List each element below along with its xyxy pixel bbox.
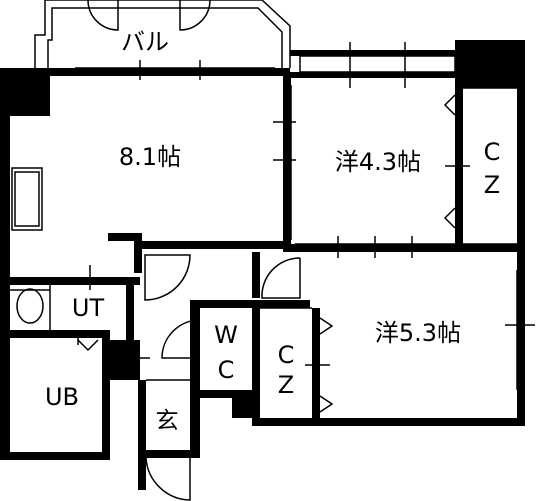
bath-label: UB xyxy=(45,383,79,411)
closet-2-c: C xyxy=(278,341,295,369)
utility-label: UT xyxy=(72,294,105,322)
balcony-label: バル xyxy=(121,28,169,56)
closet-1-c: C xyxy=(484,138,501,166)
western-room-1-label: 洋4.3帖 xyxy=(335,148,421,176)
room-labels: バル 8.1帖 洋4.3帖 C Z 洋5.3帖 C Z W C UT UB 玄 xyxy=(45,28,500,434)
entrance-label: 玄 xyxy=(156,408,179,434)
toilet-w: W xyxy=(214,321,238,349)
living-label: 8.1帖 xyxy=(119,143,181,171)
thin-lines xyxy=(10,0,535,501)
closet-2-z: Z xyxy=(278,371,294,399)
walls xyxy=(0,40,525,490)
closet-1-z: Z xyxy=(484,171,500,199)
toilet-c: C xyxy=(218,356,235,384)
western-room-2-label: 洋5.3帖 xyxy=(375,319,461,347)
